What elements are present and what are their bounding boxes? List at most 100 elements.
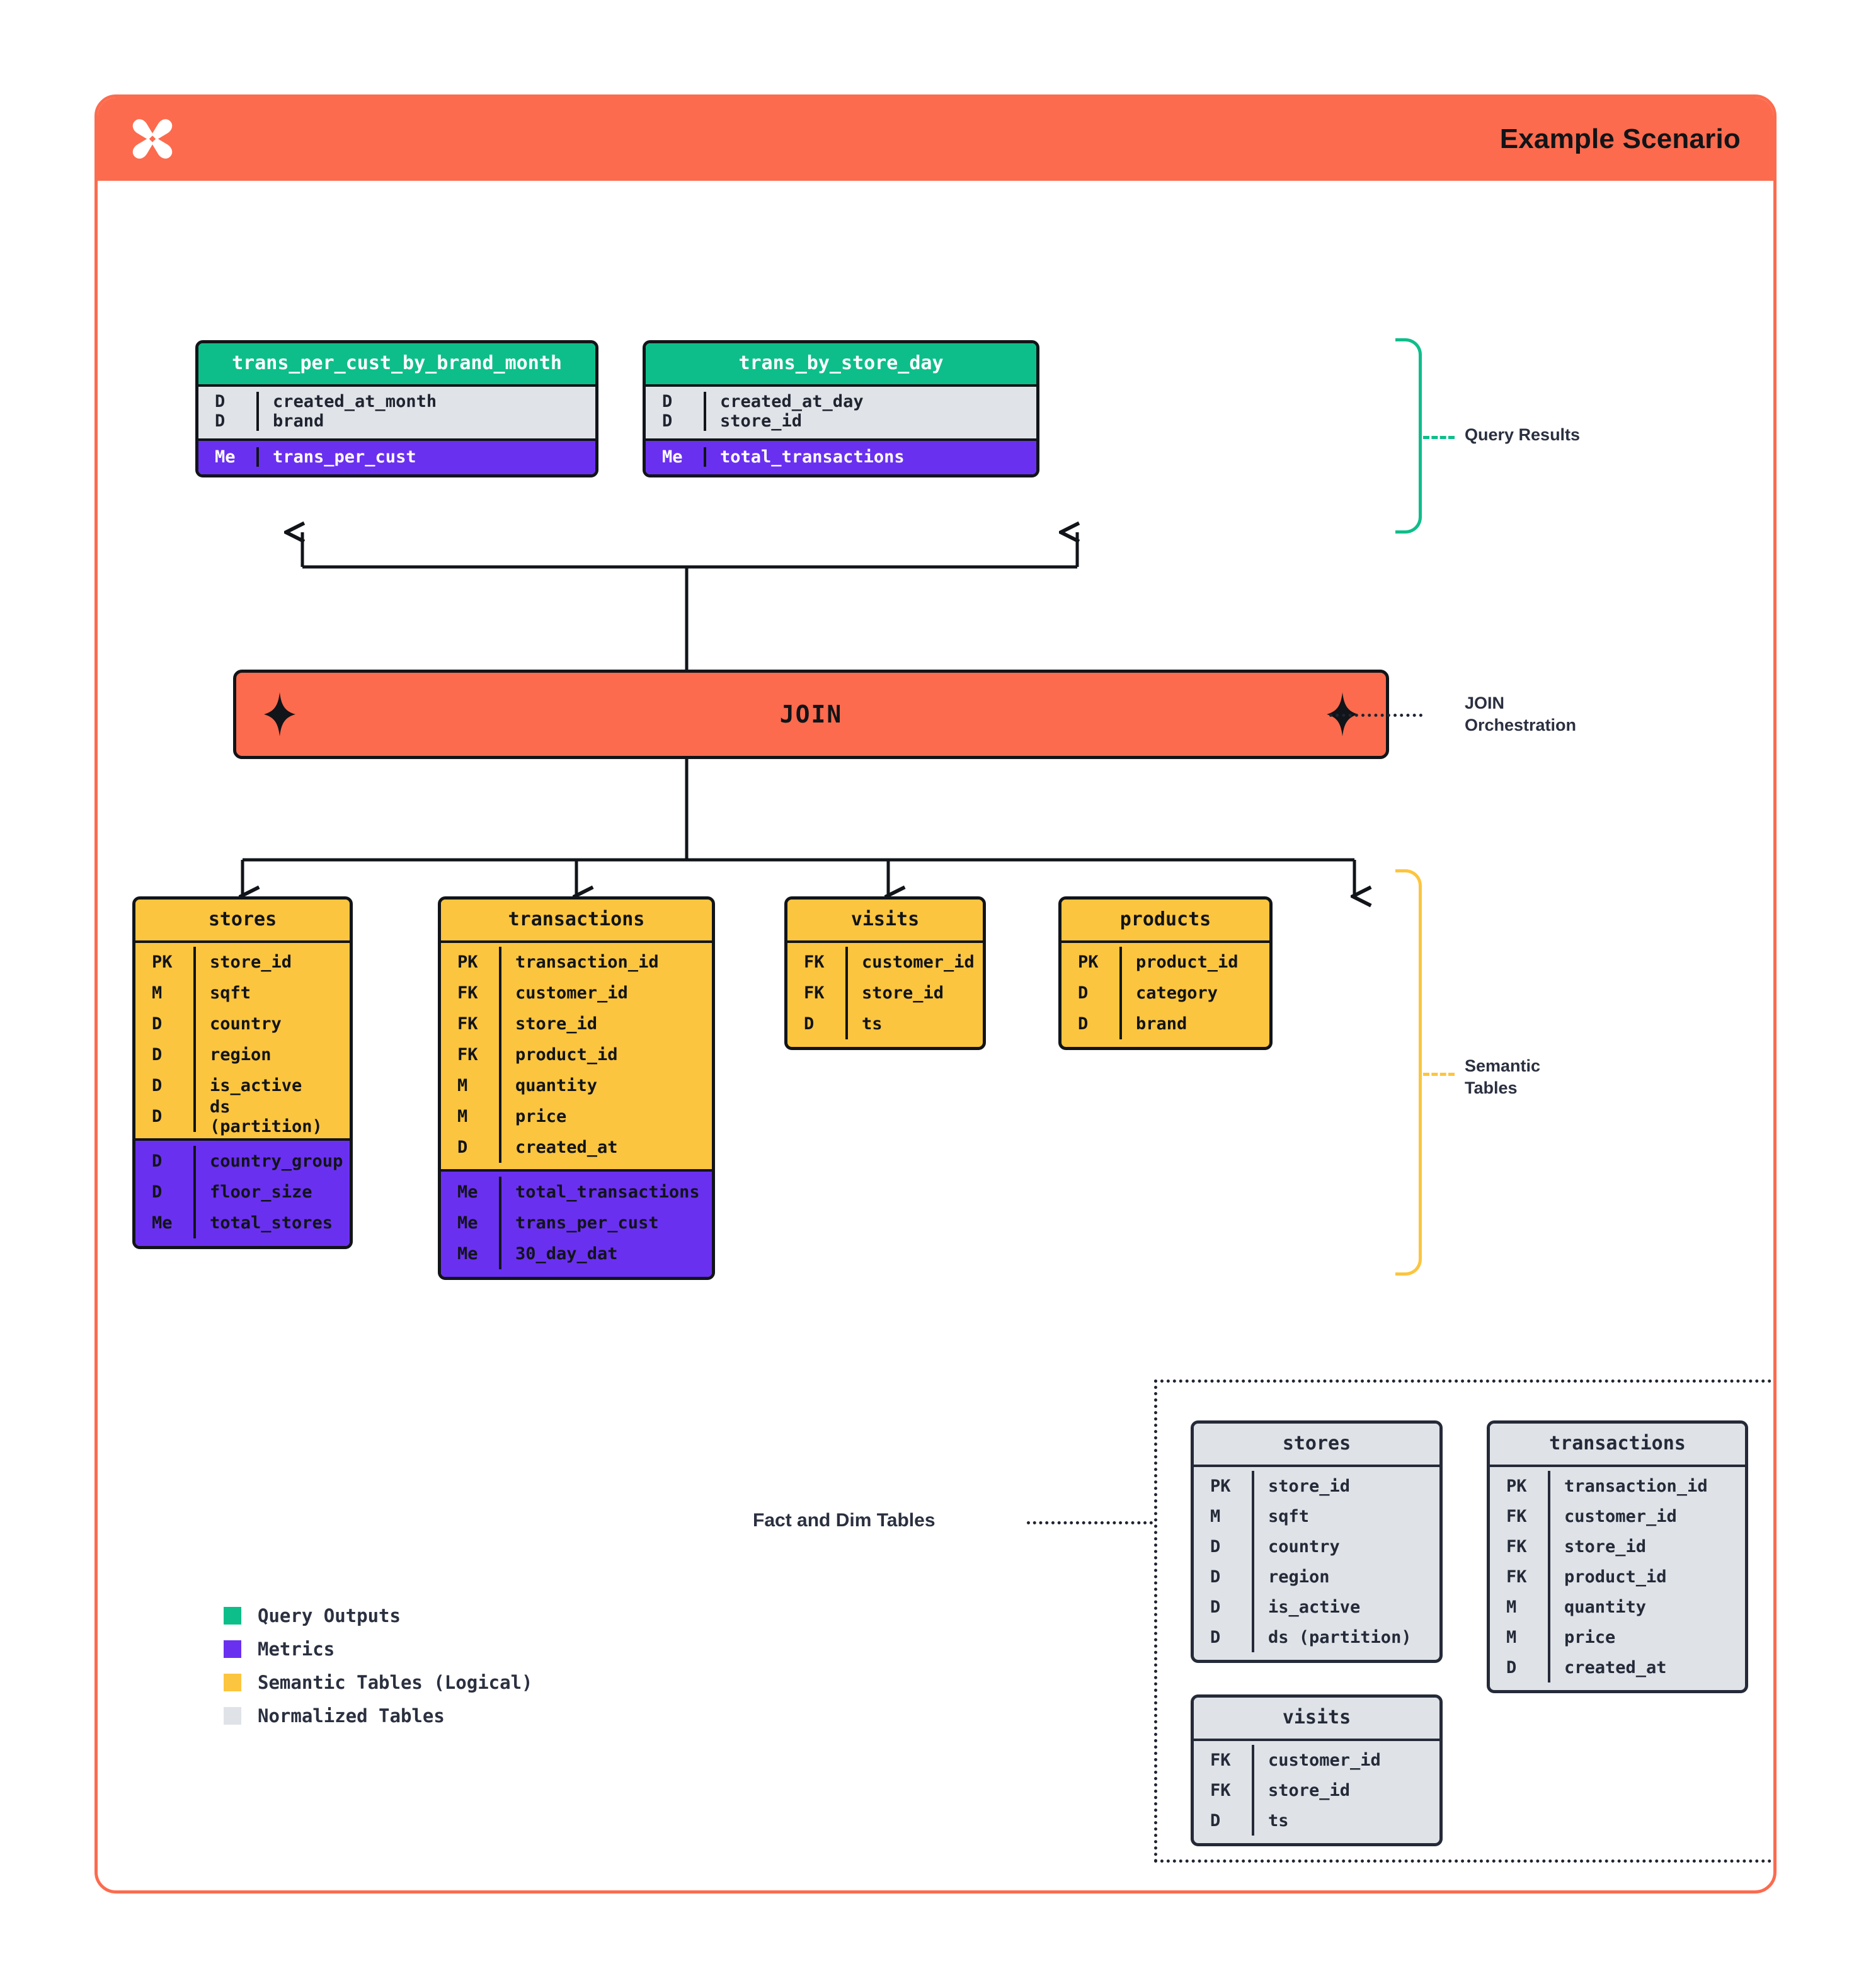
row-key: FK <box>1506 1506 1527 1526</box>
annotation-join-orchestration: JOIN Orchestration <box>1465 692 1576 736</box>
normalized-table-stores[interactable]: stores PK store_id M sqft D country D re… <box>1191 1420 1443 1663</box>
row-field: customer_id <box>1548 1501 1745 1531</box>
row-field: store_id <box>704 411 1036 431</box>
table-row: PK store_id <box>135 947 350 978</box>
row-key: PK <box>1078 952 1099 972</box>
query-results-connector <box>1423 436 1455 439</box>
row-key: PK <box>1506 1476 1527 1496</box>
table-row: FK product_id <box>1490 1562 1745 1592</box>
row-field: country <box>193 1008 350 1039</box>
query-result-box-trans-by-store-day[interactable]: trans_by_store_day D created_at_day D st… <box>643 340 1039 477</box>
metric-section: Me total_transactions <box>646 438 1036 474</box>
row-key: M <box>152 983 163 1003</box>
row-field: is_active <box>193 1070 350 1101</box>
table-row: D region <box>135 1039 350 1070</box>
row-key: D <box>1210 1597 1221 1617</box>
page-title: Example Scenario <box>1499 123 1741 154</box>
table-row: PK product_id <box>1061 947 1269 978</box>
row-field: ts <box>1252 1805 1439 1836</box>
semantic-table-visits[interactable]: visits FK customer_id FK store_id D ts <box>784 896 986 1050</box>
row-key: M <box>457 1076 468 1095</box>
diagram-card: Example Scenario tr <box>94 94 1777 1894</box>
table-row: D country <box>1194 1531 1439 1562</box>
row-field: store_id <box>845 978 983 1008</box>
legend-label: Normalized Tables <box>258 1705 445 1727</box>
join-orchestration-line2: Orchestration <box>1465 715 1577 734</box>
row-key: M <box>1506 1627 1517 1647</box>
table-row: D ts <box>787 1008 983 1039</box>
table-caption: visits <box>787 900 983 940</box>
semantic-table-products[interactable]: products PK product_id D category D bran… <box>1058 896 1273 1050</box>
table-row: FK customer_id <box>1490 1501 1745 1531</box>
row-field: transaction_id <box>1548 1471 1745 1501</box>
table-row: D created_at <box>1490 1652 1745 1682</box>
table-row: M quantity <box>441 1070 712 1101</box>
semantic-table-transactions[interactable]: transactions PK transaction_id FK custom… <box>438 896 715 1280</box>
row-key: FK <box>1506 1536 1527 1557</box>
row-field: created_at <box>1548 1652 1745 1682</box>
row-field: ds (partition) <box>1252 1622 1439 1652</box>
row-field: total_transactions <box>499 1177 712 1208</box>
row-field: total_transactions <box>704 447 1036 467</box>
row-key: FK <box>804 983 825 1003</box>
table-row: FK store_id <box>787 978 983 1008</box>
table-row: Me 30_day_dat <box>441 1238 712 1269</box>
normalized-table-visits[interactable]: visits FK customer_id FK store_id D ts <box>1191 1694 1443 1846</box>
legend-item: Metrics <box>224 1632 533 1665</box>
query-result-box-trans-per-cust-by-brand-month[interactable]: trans_per_cust_by_brand_month D created_… <box>195 340 598 477</box>
table-row: FK store_id <box>1194 1775 1439 1805</box>
butterfly-x-logo-icon <box>132 119 173 159</box>
table-row: Me trans_per_cust <box>198 441 595 474</box>
column-section: PK transaction_id FK customer_id FK stor… <box>1490 1465 1745 1690</box>
row-key: FK <box>1210 1780 1231 1800</box>
column-section: FK customer_id FK store_id D ts <box>1194 1739 1439 1843</box>
row-key: D <box>215 411 226 431</box>
metric-section: D country_group D floor_size Me total_st… <box>135 1138 350 1246</box>
row-key: D <box>1078 983 1089 1003</box>
annotation-semantic-tables: Semantic Tables <box>1465 1055 1540 1099</box>
row-field: product_id <box>1548 1562 1745 1592</box>
row-field: created_at <box>499 1132 712 1163</box>
row-key: D <box>215 392 226 411</box>
row-field: trans_per_cust <box>499 1208 712 1238</box>
column-section: PK product_id D category D brand <box>1061 940 1269 1047</box>
legend-label: Query Outputs <box>258 1604 401 1626</box>
row-key: Me <box>457 1182 478 1202</box>
table-row: D ts <box>1194 1805 1439 1836</box>
row-field: created_at_month <box>256 392 595 411</box>
row-field: quantity <box>499 1070 712 1101</box>
join-orchestration-bar[interactable]: JOIN <box>233 670 1389 759</box>
row-field: brand <box>1119 1008 1269 1039</box>
table-row: Me total_transactions <box>441 1177 712 1208</box>
table-row: D store_id <box>646 411 1036 438</box>
table-caption: trans_per_cust_by_brand_month <box>198 343 595 384</box>
row-key: M <box>1506 1597 1517 1617</box>
annotation-query-results: Query Results <box>1465 425 1581 444</box>
join-orchestration-line1: JOIN <box>1465 694 1505 712</box>
normalized-table-transactions[interactable]: transactions PK transaction_id FK custom… <box>1487 1420 1748 1693</box>
row-key: FK <box>1210 1750 1231 1770</box>
join-label: JOIN <box>779 700 843 728</box>
table-caption: products <box>1061 900 1269 940</box>
query-results-bracket <box>1395 338 1422 534</box>
row-field: product_id <box>499 1039 712 1070</box>
table-row: PK store_id <box>1194 1471 1439 1501</box>
row-field: quantity <box>1548 1592 1745 1622</box>
row-key: FK <box>1506 1567 1527 1587</box>
table-row: M price <box>441 1101 712 1132</box>
table-row: D created_at_month <box>198 387 595 411</box>
table-row: FK store_id <box>441 1008 712 1039</box>
table-row: D floor_size <box>135 1177 350 1208</box>
row-field: floor_size <box>193 1177 350 1208</box>
row-field: brand <box>256 411 595 431</box>
legend-item: Query Outputs <box>224 1599 533 1632</box>
table-row: PK transaction_id <box>1490 1471 1745 1501</box>
table-row: D region <box>1194 1562 1439 1592</box>
row-key: M <box>1210 1506 1221 1526</box>
column-section: PK store_id M sqft D country D region D … <box>1194 1465 1439 1660</box>
row-field: is_active <box>1252 1592 1439 1622</box>
table-row: FK store_id <box>1490 1531 1745 1562</box>
legend-swatch-query-outputs <box>224 1606 241 1625</box>
semantic-table-stores[interactable]: stores PK store_id M sqft D country D re… <box>132 896 353 1249</box>
row-field: price <box>1548 1622 1745 1652</box>
